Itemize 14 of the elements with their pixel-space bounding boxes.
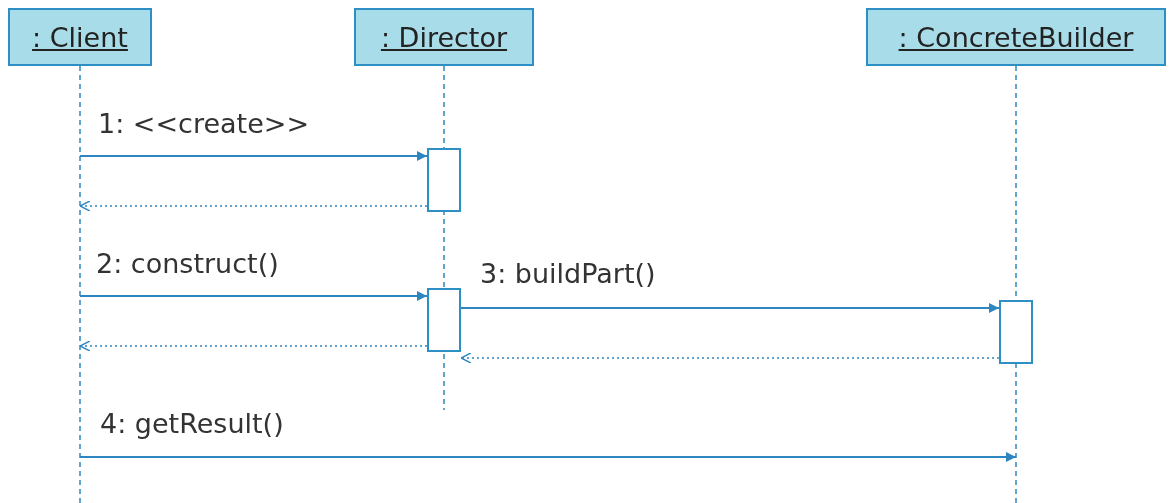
participant-name: : Client [32,21,128,53]
activation-bar [427,148,461,212]
return-arrow [79,200,428,212]
message-arrow [460,303,1000,313]
return-arrow [460,352,1000,364]
activation-bar [427,288,461,352]
message-arrow [79,291,428,301]
activation-bar [999,300,1033,364]
participant-name: : Director [380,21,508,53]
message-arrow [79,452,1017,462]
message-arrow [79,151,428,161]
participant-lifeline [866,8,1166,503]
participant-name: : ConcreteBuilder [898,21,1134,53]
return-arrow [79,340,428,352]
